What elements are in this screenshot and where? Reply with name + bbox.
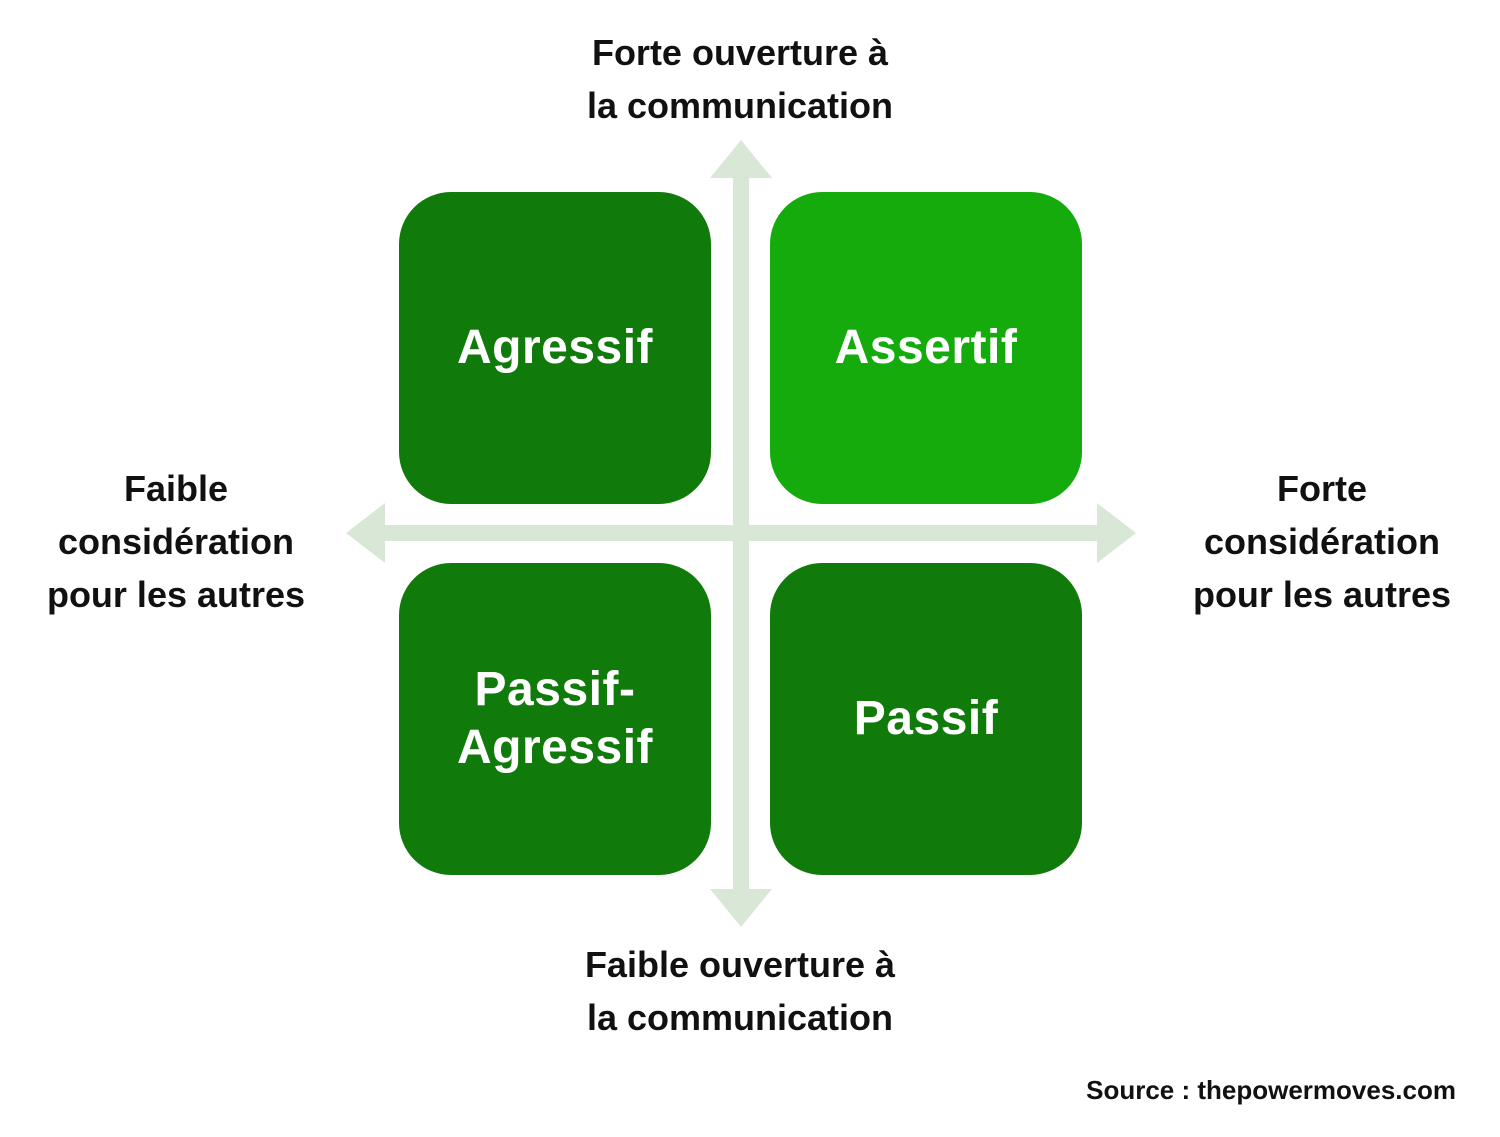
horizontal-axis-line <box>383 525 1099 541</box>
axis-label-left: Faible considération pour les autres <box>46 468 306 615</box>
quadrant-passif: Passif <box>770 563 1082 875</box>
quadrant-assertif: Assertif <box>770 192 1082 504</box>
up-arrow-icon <box>710 140 772 178</box>
quadrant-passif-agressif-label: Passif- Agressif <box>456 663 654 774</box>
quadrant-assertif-label: Assertif <box>834 321 1018 374</box>
quadrant-agressif-label: Agressif <box>456 321 654 374</box>
axis-label-bottom: Faible ouverture à la communication <box>584 944 896 1038</box>
source-credit: Source : thepowermoves.com <box>1086 1075 1456 1105</box>
quadrant-passif-agressif: Passif- Agressif <box>399 563 711 875</box>
quadrant-passif-label: Passif <box>853 692 999 745</box>
down-arrow-icon <box>710 889 772 927</box>
left-arrow-icon <box>346 503 385 563</box>
axis-label-top: Forte ouverture à la communication <box>586 32 894 126</box>
axis-label-right: Forte considération pour les autres <box>1192 468 1452 615</box>
right-arrow-icon <box>1097 503 1136 563</box>
quadrant-agressif: Agressif <box>399 192 711 504</box>
